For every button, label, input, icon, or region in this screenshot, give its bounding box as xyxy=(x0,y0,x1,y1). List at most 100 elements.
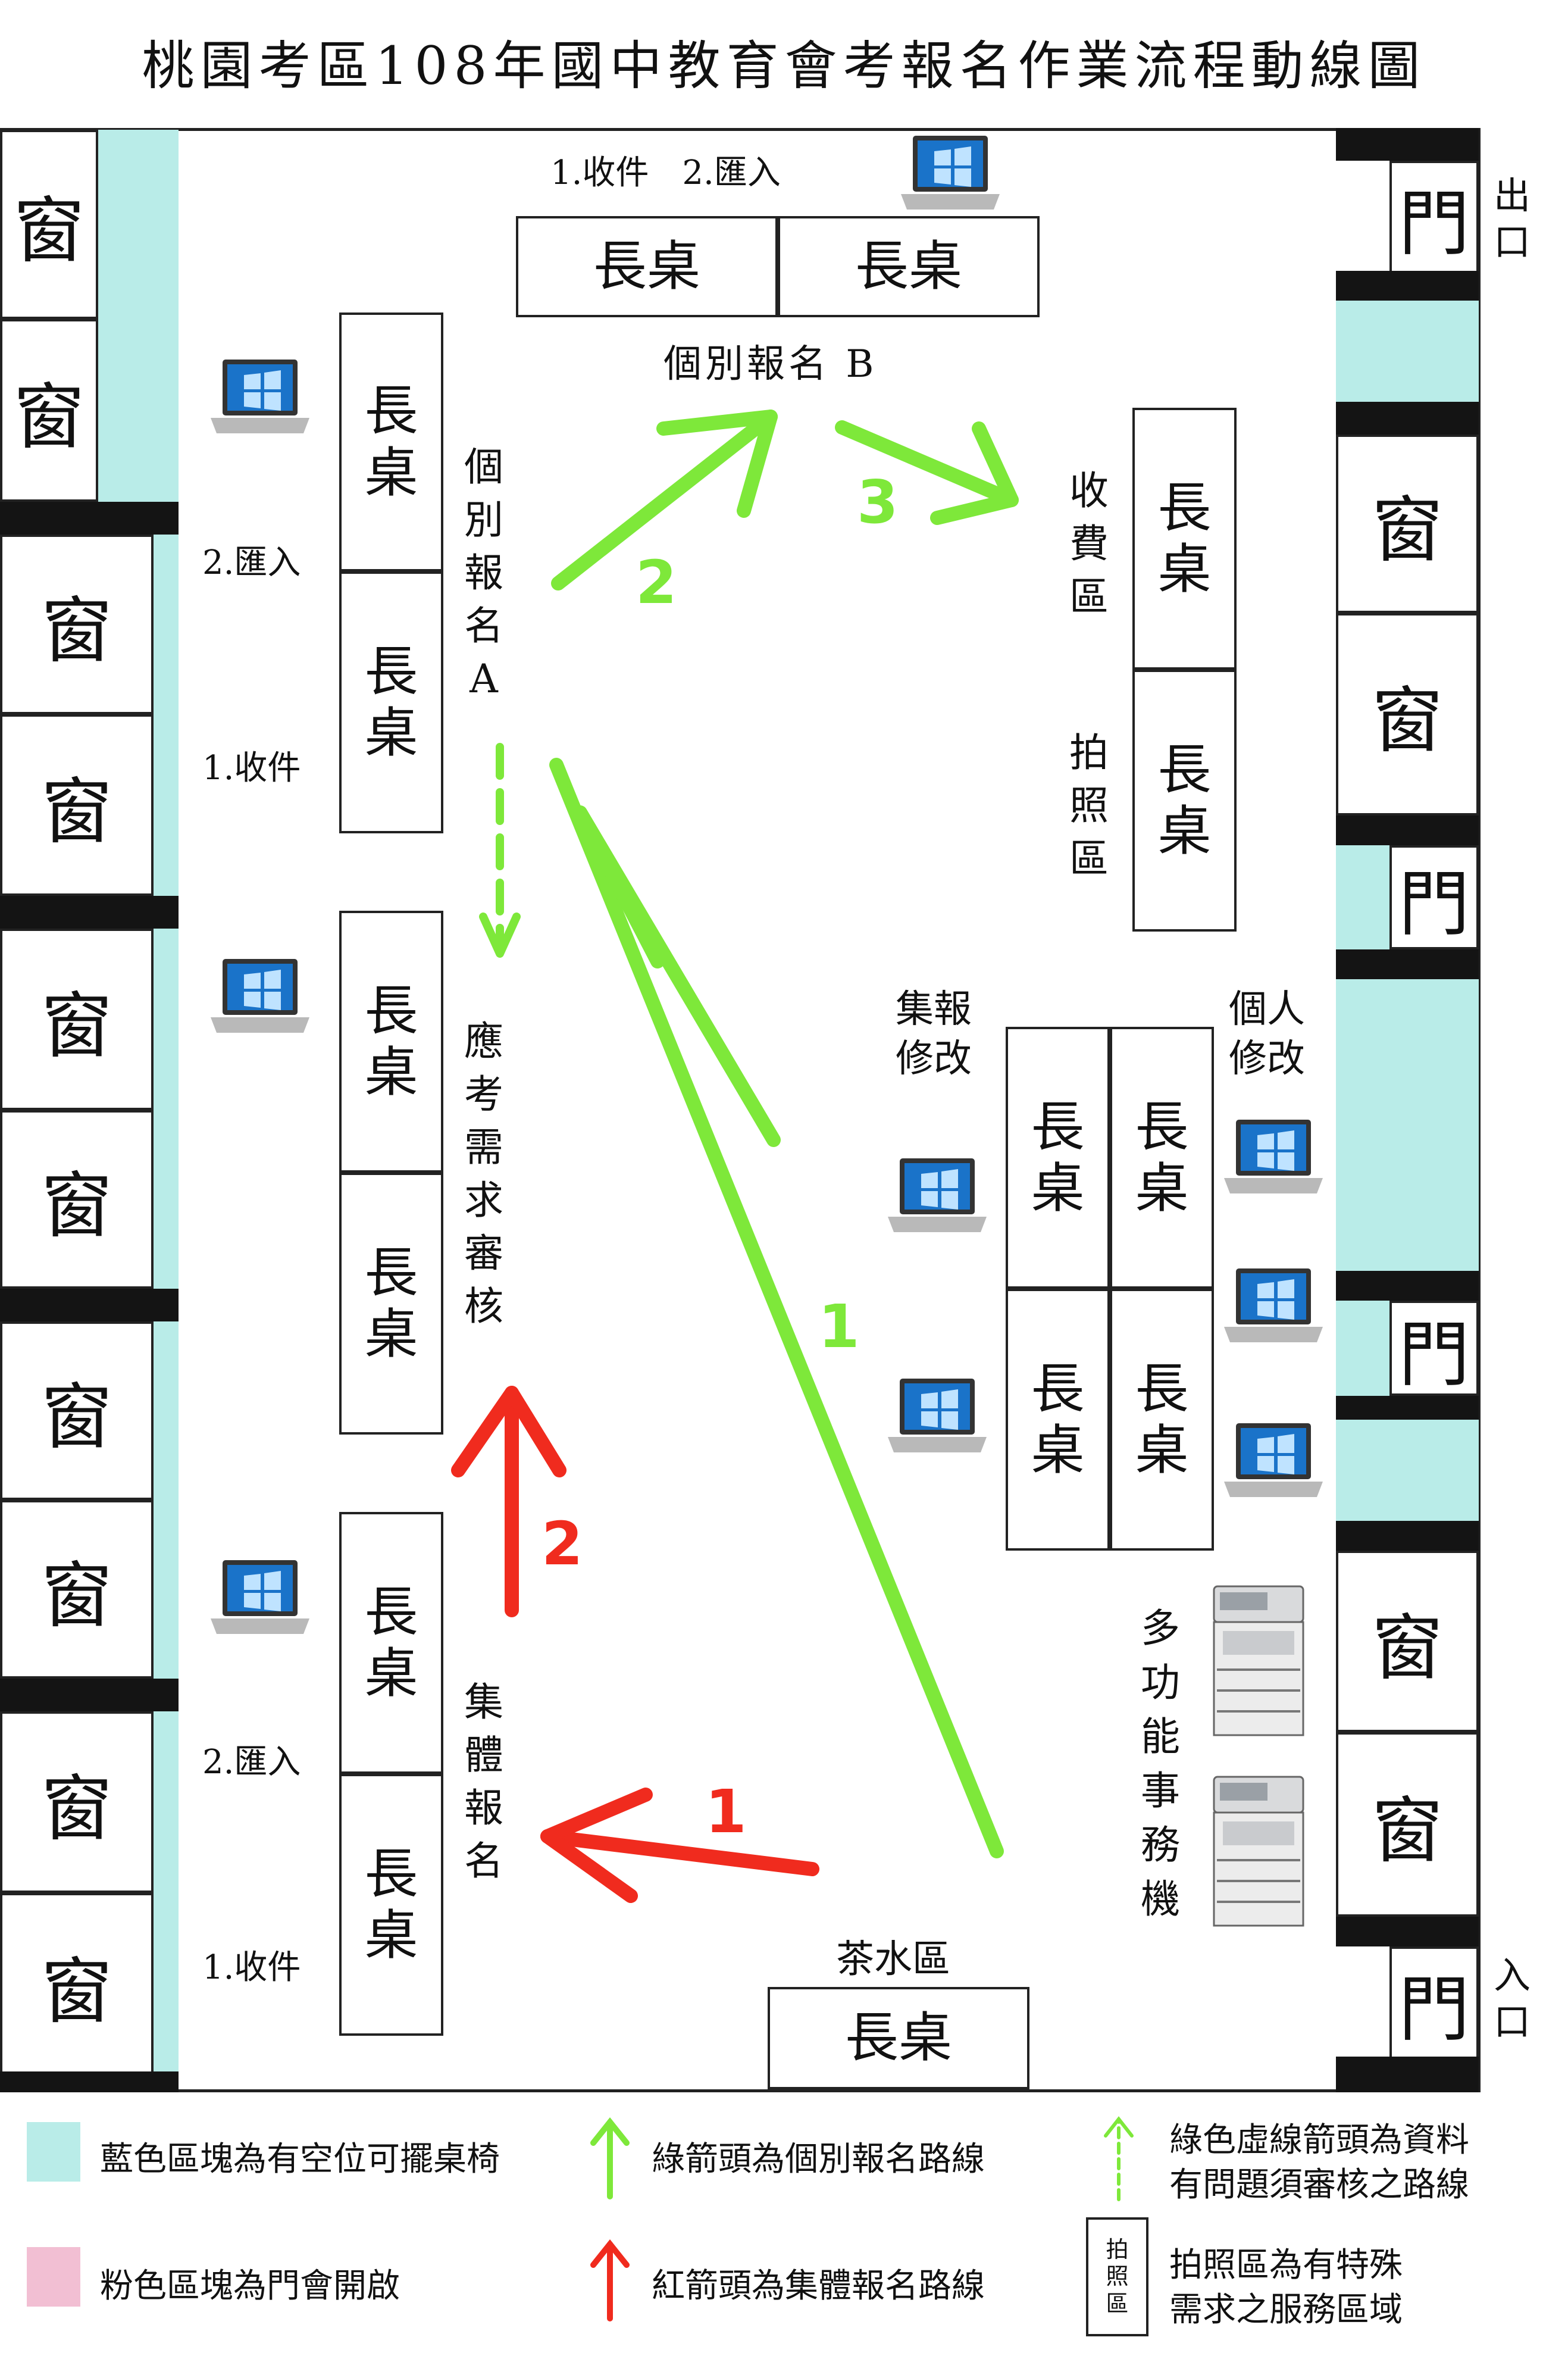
entrance-door: 門 xyxy=(1389,1946,1479,2060)
copier-icon xyxy=(1213,1776,1304,1927)
red-arrow-2-number: 2 xyxy=(542,1509,583,1579)
side-door-2: 門 xyxy=(1389,1301,1479,1396)
left-window-1: 窗 xyxy=(0,130,98,319)
left-window-8: 窗 xyxy=(0,1500,154,1679)
left-window-5: 窗 xyxy=(0,929,154,1110)
desk: 長桌 xyxy=(339,571,443,833)
right-wall-pillar xyxy=(1336,1521,1479,1551)
left-wall-pillar xyxy=(0,896,179,929)
right-open-space-5 xyxy=(1336,1420,1479,1521)
left-window-7: 窗 xyxy=(0,1321,154,1500)
left-wall-open-space xyxy=(98,130,179,502)
legend-red-arrow-icon xyxy=(590,2239,630,2321)
desk: 長桌 xyxy=(1006,1289,1110,1551)
laptop-icon xyxy=(1224,1120,1323,1193)
right-window-2: 窗 xyxy=(1336,613,1479,815)
right-wall-pillar xyxy=(1336,1396,1479,1420)
personal-modify-label: 個人修改 xyxy=(1229,988,1305,1082)
top-desk-steps: 1.收件 2.匯入 xyxy=(550,154,781,192)
laptop-icon xyxy=(901,136,1000,210)
left-window-4: 窗 xyxy=(0,714,154,896)
right-wall-pillar xyxy=(1336,1917,1479,1946)
legend-cyan-text: 藍色區塊為有空位可擺桌椅 xyxy=(100,2140,500,2179)
right-window-4: 窗 xyxy=(1336,1732,1479,1917)
desk: 長桌 xyxy=(1132,408,1237,670)
desk: 長桌 xyxy=(1132,670,1237,932)
import-step-label: 2.匯入 xyxy=(202,1743,301,1782)
right-wall-pillar xyxy=(1336,815,1479,845)
left-wall-pillar xyxy=(0,1289,179,1321)
left-wall-pillar xyxy=(0,502,179,535)
right-wall-pillar xyxy=(1336,271,1479,301)
right-open-space-1 xyxy=(1336,301,1479,402)
desk: 長桌 xyxy=(339,1512,443,1774)
desk: 長桌 xyxy=(516,216,778,317)
desk: 長桌 xyxy=(339,1173,443,1435)
copier-icon xyxy=(1213,1585,1304,1736)
left-wall-pillar xyxy=(0,1679,179,1711)
desk: 長桌 xyxy=(339,313,443,571)
green-arrow-3-number: 3 xyxy=(857,467,899,537)
desk: 長桌 xyxy=(339,911,443,1173)
desk: 長桌 xyxy=(1110,1289,1214,1551)
right-window-1: 窗 xyxy=(1336,435,1479,613)
group-modify-label: 集報修改 xyxy=(896,988,972,1082)
legend-red-text: 紅箭頭為集體報名路線 xyxy=(652,2267,985,2305)
exit-door: 門 xyxy=(1389,161,1479,274)
right-wall-pillar xyxy=(1336,402,1479,435)
legend-dashed-text-2: 有問題須審核之路線 xyxy=(1169,2166,1469,2204)
legend-dashed-text-1: 綠色虛線箭頭為資料 xyxy=(1169,2121,1469,2160)
legend-green-text: 綠箭頭為個別報名路線 xyxy=(652,2140,985,2179)
desk: 長桌 xyxy=(768,1987,1029,2089)
individual-b-label: 個別報名 B xyxy=(663,342,878,386)
right-window-3: 窗 xyxy=(1336,1551,1479,1732)
laptop-icon xyxy=(1224,1423,1323,1497)
left-window-2: 窗 xyxy=(0,319,98,502)
desk: 長桌 xyxy=(339,1774,443,2036)
left-window-6: 窗 xyxy=(0,1110,154,1289)
legend-green-arrow-icon xyxy=(590,2117,630,2199)
left-window-9: 窗 xyxy=(0,1711,154,1893)
desk: 長桌 xyxy=(1110,1027,1214,1289)
group-reg-label: 集體報名 xyxy=(464,1679,503,1885)
side-door-1: 門 xyxy=(1389,845,1479,949)
left-wall-pillar xyxy=(0,2071,179,2092)
tea-area-label: 茶水區 xyxy=(836,1938,950,1982)
right-wall-pillar xyxy=(1336,1271,1479,1301)
desk: 長桌 xyxy=(778,216,1040,317)
legend-pink-text: 粉色區塊為門會開啟 xyxy=(100,2267,400,2305)
laptop-icon xyxy=(1224,1268,1323,1342)
laptop-icon xyxy=(888,1158,987,1232)
legend-pink-swatch xyxy=(27,2247,80,2307)
left-window-10: 窗 xyxy=(0,1893,154,2077)
laptop-icon xyxy=(211,959,309,1033)
green-arrow-2-number: 2 xyxy=(636,548,677,617)
collect-step-label: 1.收件 xyxy=(202,749,301,788)
legend-cyan-swatch xyxy=(27,2122,80,2182)
page-title: 桃園考區108年國中教育會考報名作業流程動線圖 xyxy=(142,35,1426,96)
exit-label: 出口 xyxy=(1494,174,1531,264)
laptop-icon xyxy=(211,360,309,433)
laptop-icon xyxy=(211,1560,309,1634)
right-wall-pillar xyxy=(1336,949,1479,979)
legend-dashed-arrow-icon xyxy=(1104,2116,1134,2201)
legend-photo-text-1: 拍照區為有特殊 xyxy=(1169,2246,1403,2285)
legend-photo-box: 拍照區 xyxy=(1086,2217,1148,2336)
red-arrow-1-number: 1 xyxy=(705,1777,747,1846)
right-wall-pillar xyxy=(1336,2057,1479,2092)
needs-review-label: 應考需求審核 xyxy=(464,1018,503,1330)
right-open-space-3 xyxy=(1336,979,1479,1271)
individual-a-label: 個別報名A xyxy=(464,444,503,702)
fee-area-label: 收費區 xyxy=(1069,468,1109,620)
right-open-space-2 xyxy=(1336,845,1389,949)
import-step-label: 2.匯入 xyxy=(202,543,301,582)
right-open-space-4 xyxy=(1336,1301,1389,1396)
legend-photo-text-2: 需求之服務區域 xyxy=(1169,2291,1403,2329)
laptop-icon xyxy=(888,1379,987,1452)
right-wall-pillar xyxy=(1336,128,1479,161)
entrance-label: 入口 xyxy=(1494,1954,1531,2043)
collect-step-label: 1.收件 xyxy=(202,1948,301,1987)
photo-area-label: 拍照區 xyxy=(1069,730,1109,882)
green-arrow-1-number: 1 xyxy=(818,1292,860,1361)
desk: 長桌 xyxy=(1006,1027,1110,1289)
